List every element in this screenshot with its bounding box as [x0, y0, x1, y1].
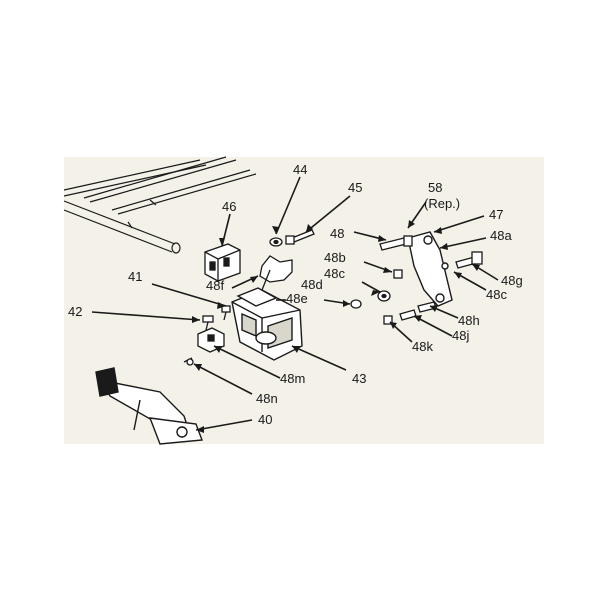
callout-48e: 48e — [286, 291, 308, 306]
part-45-bolt — [285, 229, 315, 245]
callout-48b: 48b — [324, 250, 346, 265]
part-43-clamp-housing — [231, 287, 303, 361]
part-48g-bolt — [455, 251, 483, 269]
callout-40: 40 — [258, 412, 272, 427]
callout-48d: 48d — [301, 277, 323, 292]
part-40-handle-assembly — [95, 367, 203, 445]
leader-47 — [433, 215, 485, 233]
leader-42 — [91, 311, 201, 321]
leader-48c-left — [361, 281, 381, 293]
part-48a-bracket — [407, 231, 453, 307]
frame-rails — [63, 156, 257, 254]
callout-48f: 48f — [206, 278, 224, 293]
leader-41 — [151, 283, 227, 307]
callout-labels: 44 45 58 (Rep.) 46 47 48 48a 48b 48c 48d… — [68, 162, 523, 427]
callout-48n: 48n — [256, 391, 278, 406]
callout-43: 43 — [352, 371, 366, 386]
callout-48: 48 — [330, 226, 344, 241]
part-44-washer — [269, 237, 283, 247]
callout-48a: 48a — [490, 228, 512, 243]
leader-48j — [413, 315, 453, 337]
callout-47: 47 — [489, 207, 503, 222]
part-42-screw — [202, 315, 214, 331]
leader-43 — [291, 345, 347, 371]
callout-48k: 48k — [412, 339, 433, 354]
part-48b-48c-fasteners — [377, 269, 403, 302]
leader-48m — [213, 345, 281, 379]
callout-48g: 48g — [501, 273, 523, 288]
callout-46: 46 — [222, 199, 236, 214]
callout-48c-left: 48c — [324, 266, 345, 281]
callout-48c-right: 48c — [486, 287, 507, 302]
callout-58: 58 — [428, 180, 442, 195]
callout-58-rep: (Rep.) — [424, 196, 460, 211]
leader-40 — [195, 419, 253, 431]
callout-48h: 48h — [458, 313, 480, 328]
leader-48a — [439, 237, 487, 249]
leader-48n — [193, 363, 253, 395]
callout-44: 44 — [293, 162, 307, 177]
callout-48j: 48j — [452, 328, 469, 343]
part-48-bolt — [379, 235, 413, 251]
callout-42: 42 — [68, 304, 82, 319]
part-46-block — [204, 243, 241, 282]
leader-44 — [275, 176, 301, 235]
callout-48m: 48m — [280, 371, 305, 386]
callout-45: 45 — [348, 180, 362, 195]
part-48d-48e-fasteners — [350, 299, 362, 309]
part-48n-pin — [183, 357, 194, 366]
leader-lines — [91, 176, 499, 431]
part-48f-knob — [259, 255, 293, 291]
leader-arrowheads — [192, 220, 480, 433]
callout-41: 41 — [128, 269, 142, 284]
leader-45 — [305, 195, 351, 233]
